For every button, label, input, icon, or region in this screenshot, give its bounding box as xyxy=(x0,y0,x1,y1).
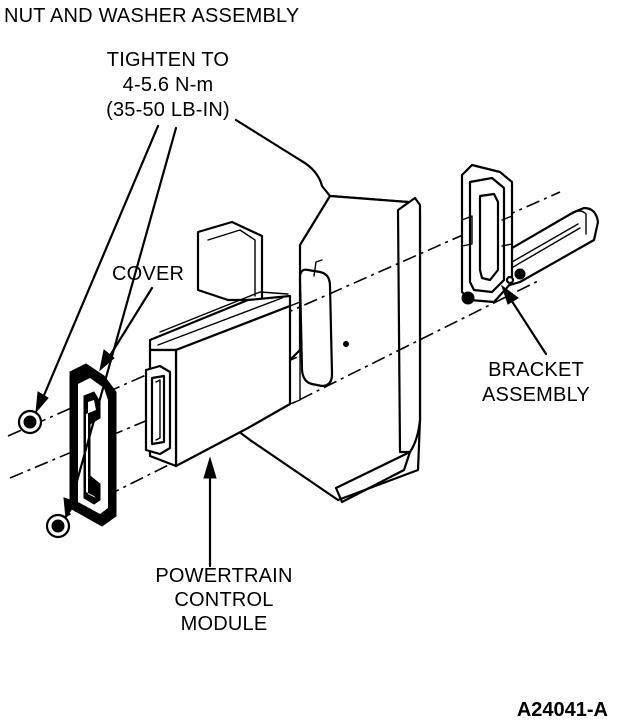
nut-washer-upper xyxy=(17,409,43,435)
label-cover: COVER xyxy=(112,263,184,285)
leader-lines xyxy=(35,124,548,568)
torque-line-2: 4-5.6 N-m xyxy=(123,74,214,96)
label-nut-washer: NUT AND WASHER ASSEMBLY xyxy=(4,5,299,27)
bracket-line-2: ASSEMBLY xyxy=(482,384,590,406)
bracket-line-1: BRACKET xyxy=(488,359,584,381)
pcm-line-3: MODULE xyxy=(181,613,268,635)
pcm-line-1: POWERTRAIN xyxy=(155,565,292,587)
pcm-line-2: CONTROL xyxy=(174,589,273,611)
label-torque-spec: TIGHTEN TO 4-5.6 N-m (35-50 LB-IN) xyxy=(106,49,230,121)
label-powertrain-control-module: POWERTRAIN CONTROL MODULE xyxy=(155,565,292,635)
bracket-assembly xyxy=(460,163,600,305)
vehicle-panel xyxy=(196,118,422,504)
torque-line-1: TIGHTEN TO xyxy=(107,49,229,71)
powertrain-control-module xyxy=(144,291,301,468)
figure-id: A24041-A xyxy=(517,699,608,721)
cover xyxy=(69,363,117,527)
label-bracket-assembly: BRACKET ASSEMBLY xyxy=(482,359,590,406)
torque-line-3: (35-50 LB-IN) xyxy=(106,99,230,121)
label-nut-washer-assembly: NUT AND WASHER ASSEMBLY xyxy=(4,5,299,27)
nut-washer-lower xyxy=(45,513,71,539)
